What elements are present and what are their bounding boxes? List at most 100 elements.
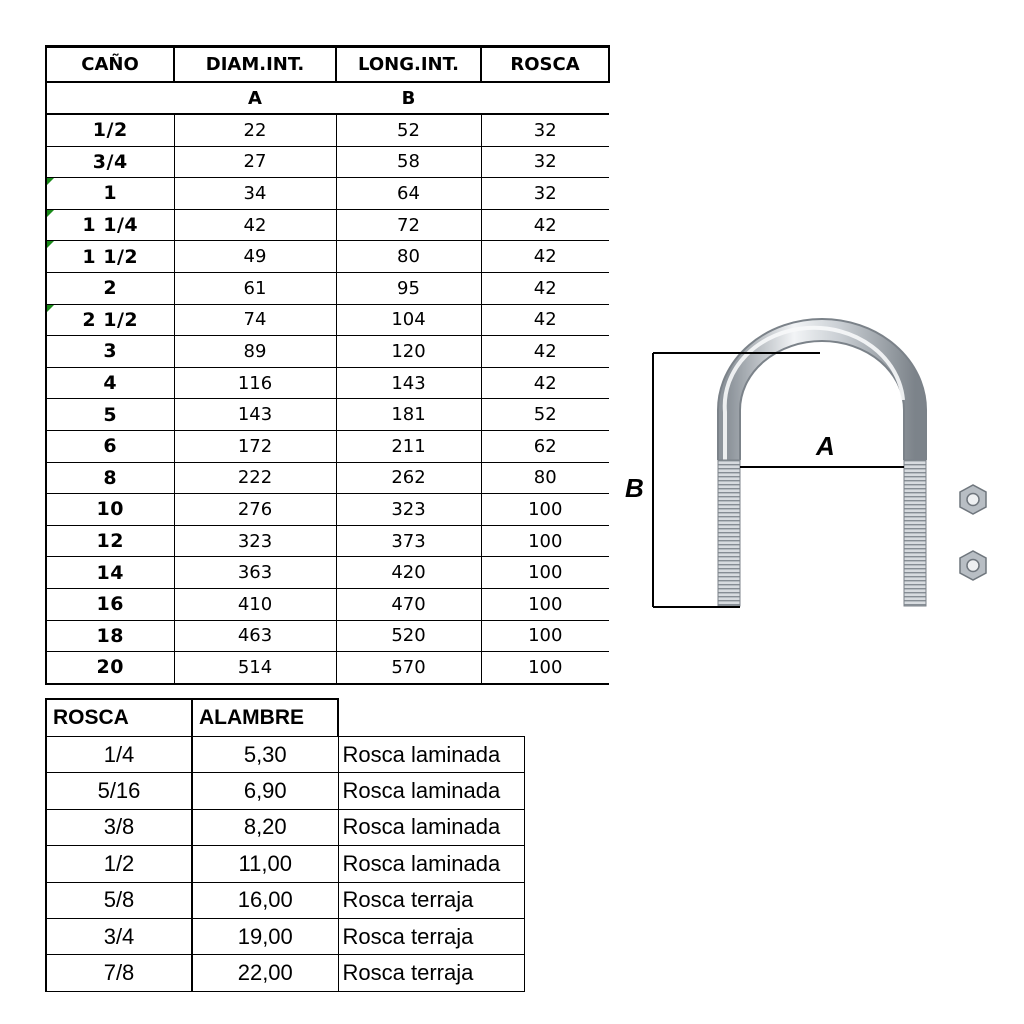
alambre-cell: 16,00 [191,881,339,919]
header-alambre: ALAMBRE [191,698,339,737]
rosca-cell: 32 [480,113,609,147]
rosca-cell: 100 [480,587,609,621]
rosca-cell: 32 [480,177,609,210]
rosca-cell: 62 [480,429,609,463]
cano-cell: 5 [45,398,175,431]
rosca-cell: 100 [480,651,609,685]
rosca-cell: 42 [480,303,609,337]
cano-cell: 4 [45,366,175,400]
rosca-cell: 7/8 [45,954,193,992]
cano-cell: 16 [45,587,175,621]
u-bolt-diagram: A B [625,318,987,608]
rosca-cell: 42 [480,271,609,305]
dimension-b-label: B [625,473,644,503]
rosca-cell: 1/4 [45,735,193,774]
u-bolt-icon [717,318,927,607]
table-header-row: CAÑO DIAM.INT. LONG.INT. ROSCA [45,45,610,83]
header-rosca: ROSCA [480,45,610,83]
cano-cell: 8 [45,461,175,495]
alambre-cell: 8,20 [191,808,339,847]
long-int-cell: 323 [335,493,482,526]
cano-cell: 3/4 [45,145,175,179]
alambre-cell: 22,00 [191,954,339,992]
header-diam-int: DIAM.INT. [173,45,337,83]
rosca-cell: 42 [480,240,609,273]
diam-int-cell: 22 [173,113,337,147]
rosca-cell: 42 [480,335,609,368]
table-subheader-row: A B [45,81,609,115]
hex-nut-icon [959,484,987,581]
diam-int-cell: 410 [173,587,337,621]
tipo-cell: Rosca terraja [337,881,525,919]
subheader-a: A [174,81,336,115]
alambre-cell: 19,00 [191,917,339,956]
long-int-cell: 420 [335,556,482,589]
diam-int-cell: 463 [173,619,337,653]
cano-cell: 10 [45,493,175,526]
long-int-cell: 104 [335,303,482,337]
cano-cell: 1 [45,177,175,210]
rosca-cell: 5/8 [45,881,193,919]
alambre-cell: 11,00 [191,845,339,883]
diam-int-cell: 323 [173,524,337,558]
tipo-cell: Rosca terraja [337,917,525,956]
long-int-cell: 80 [335,240,482,273]
table-header-row: ROSCA ALAMBRE [45,698,524,737]
cano-cell: 3 [45,335,175,368]
cano-cell: 20 [45,651,175,685]
diam-int-cell: 514 [173,651,337,685]
diam-int-cell: 222 [173,461,337,495]
long-int-cell: 52 [335,113,482,147]
rosca-cell: 42 [480,366,609,400]
long-int-cell: 373 [335,524,482,558]
rosca-cell: 100 [480,619,609,653]
rosca-cell: 42 [480,208,609,242]
long-int-cell: 262 [335,461,482,495]
long-int-cell: 520 [335,619,482,653]
header-cano: CAÑO [45,45,175,83]
long-int-cell: 120 [335,335,482,368]
subheader-cano [45,81,174,115]
subheader-b: B [336,81,481,115]
subheader-rosca [481,81,609,115]
diam-int-cell: 276 [173,493,337,526]
cano-cell: 2 1/2 [45,303,175,337]
rosca-cell: 3/8 [45,808,193,847]
header-empty [337,699,524,737]
diam-int-cell: 42 [173,208,337,242]
rosca-cell: 100 [480,556,609,589]
tipo-cell: Rosca terraja [337,954,525,992]
cano-cell: 14 [45,556,175,589]
cano-cell: 1/2 [45,113,175,147]
long-int-cell: 211 [335,429,482,463]
tipo-cell: Rosca laminada [337,772,525,810]
cano-cell: 2 [45,271,175,305]
diam-int-cell: 143 [173,398,337,431]
cano-cell: 18 [45,619,175,653]
tipo-cell: Rosca laminada [337,845,525,883]
long-int-cell: 570 [335,651,482,685]
diam-int-cell: 116 [173,366,337,400]
